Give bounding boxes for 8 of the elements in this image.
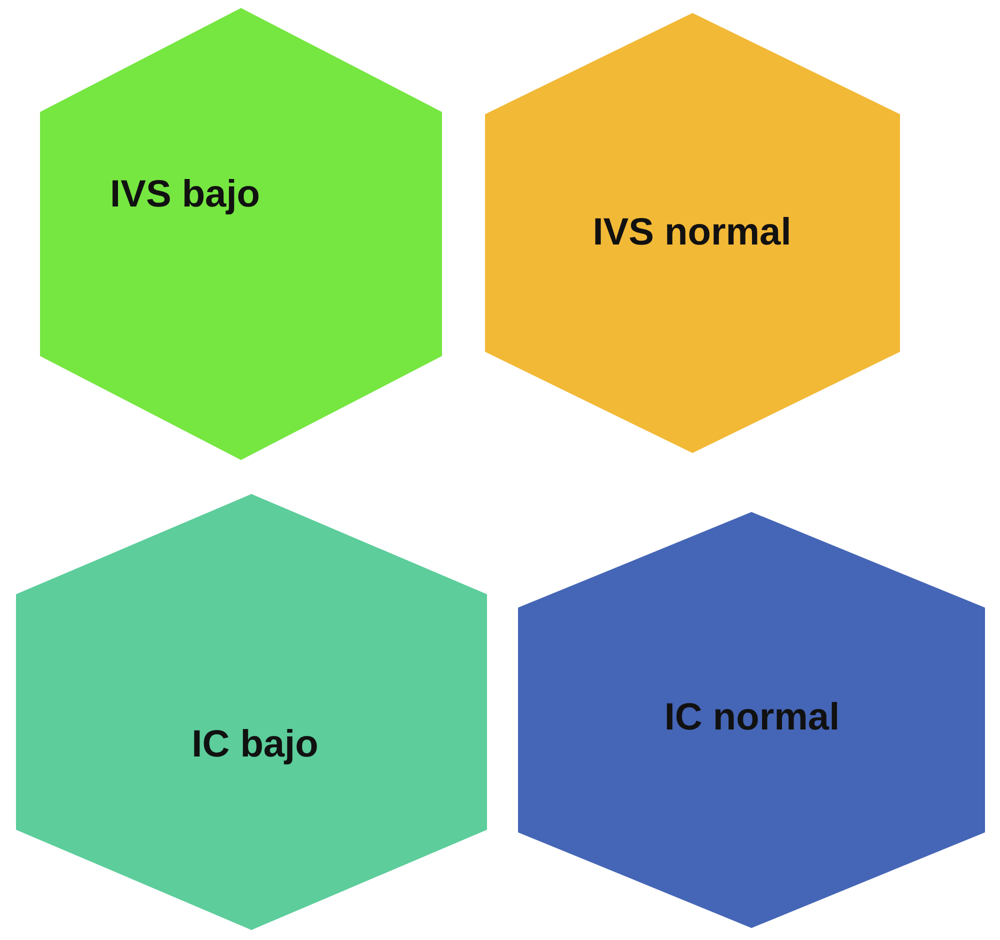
hexagon-shape <box>485 13 900 453</box>
hexagon-shape <box>518 512 985 928</box>
hexagon-shape <box>16 494 487 930</box>
hexagon-label: IC bajo <box>192 724 318 766</box>
hexagon-shape <box>40 8 442 460</box>
hexagon-label: IC normal <box>664 696 840 740</box>
hexagon-label: IVS normal <box>592 212 792 254</box>
hexagon-label: IVS bajo <box>110 174 260 216</box>
